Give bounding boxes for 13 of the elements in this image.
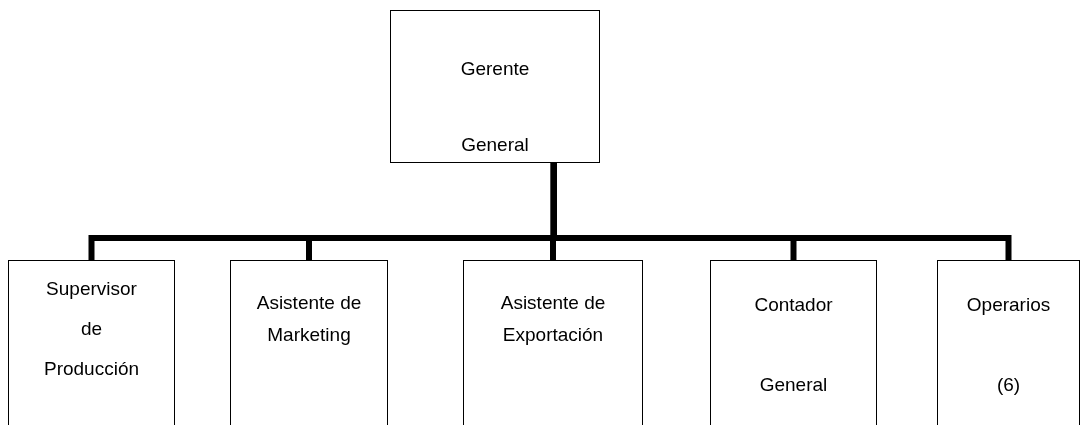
position-title: Asistente de Marketing (255, 291, 363, 347)
position-title: Contador General (753, 293, 834, 397)
position-box (8, 260, 175, 425)
position-title: Gerente General (459, 57, 531, 157)
position-box (937, 260, 1080, 425)
position-box (710, 260, 877, 425)
position-box (390, 10, 600, 163)
connector-line (550, 163, 1012, 260)
position-title: Operarios (6) (965, 293, 1052, 397)
position-title: Supervisor de Producción (42, 277, 141, 381)
position-box (463, 260, 643, 425)
position-title: Asistente de Exportación (499, 291, 607, 347)
position-box (230, 260, 388, 425)
